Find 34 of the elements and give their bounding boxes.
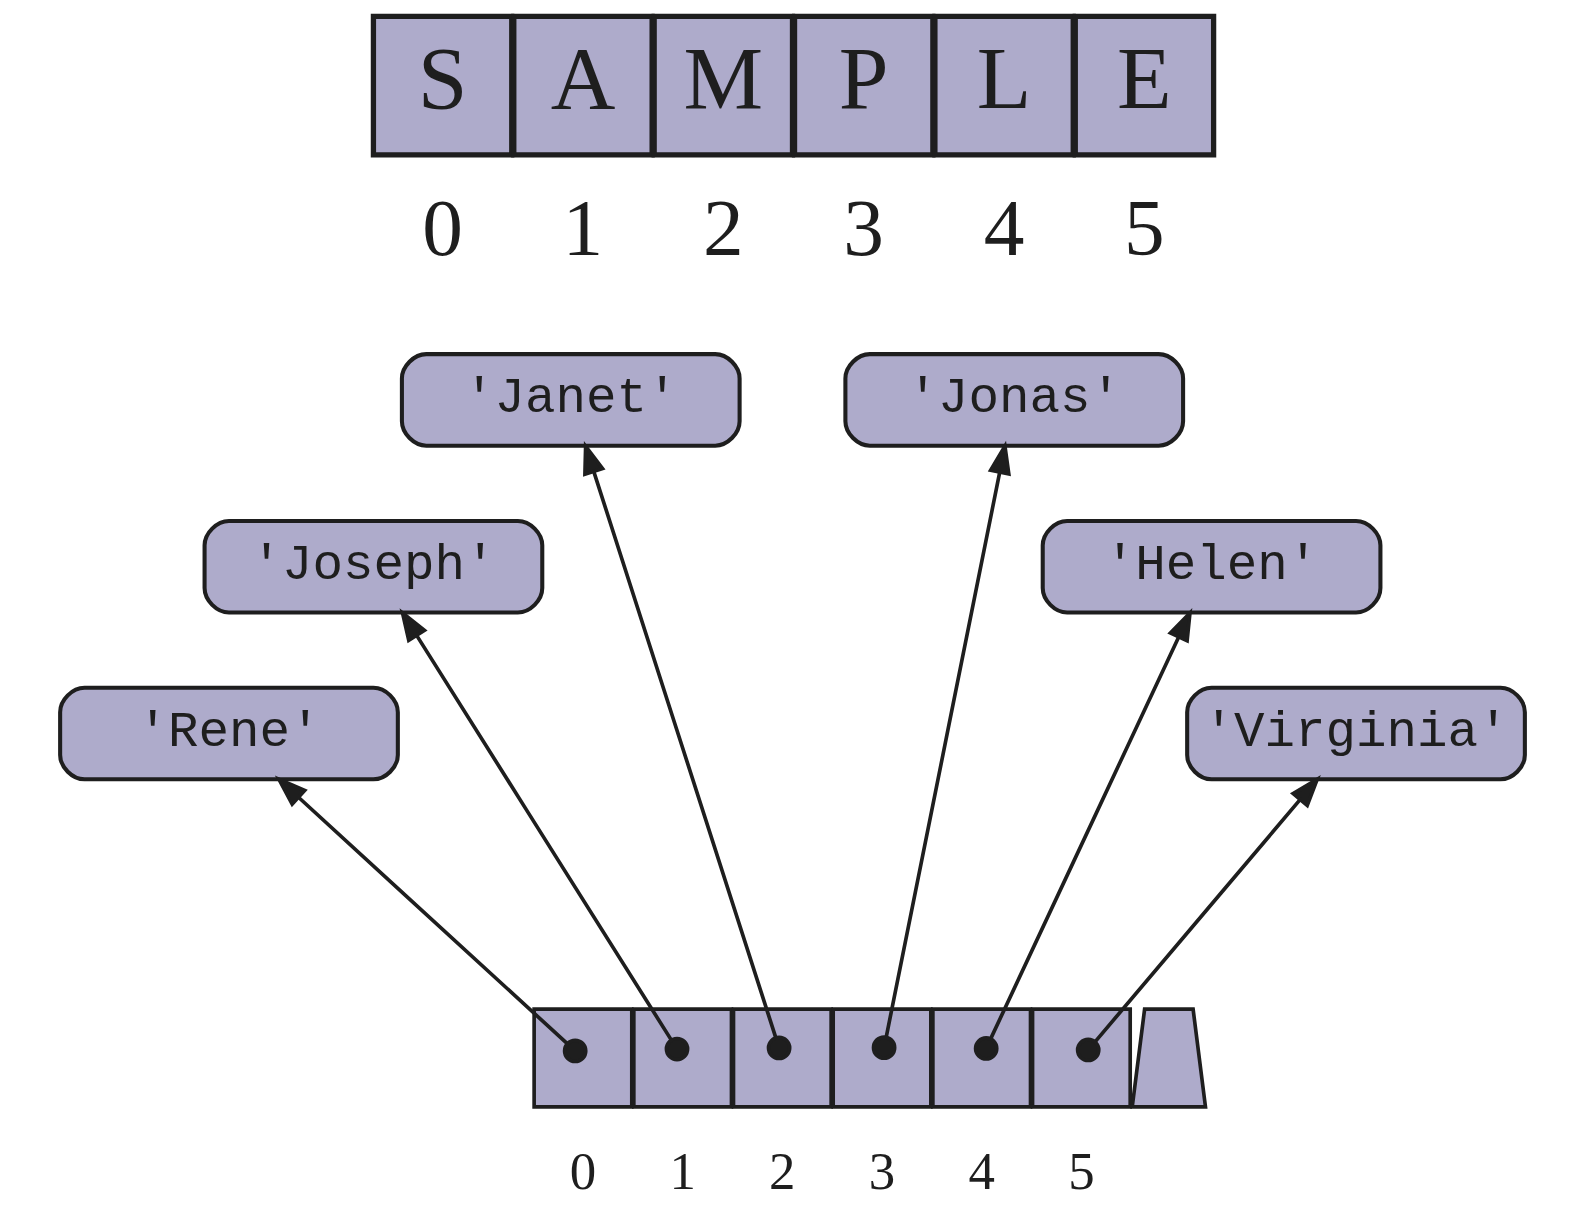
- node-box: E: [1072, 13, 1217, 158]
- node-box: 'Virginia': [1185, 685, 1527, 782]
- node-box: [532, 1007, 634, 1109]
- node-label: 1: [669, 1141, 696, 1200]
- arrow: [274, 775, 588, 1064]
- node-box: [1030, 1007, 1133, 1109]
- node-box: 'Rene': [58, 685, 400, 782]
- node-box: 'Joseph': [202, 518, 545, 615]
- node-label: 3: [843, 182, 885, 274]
- node-label: 0: [422, 182, 463, 274]
- node-box: A: [511, 13, 655, 158]
- node-label: 1: [562, 182, 604, 274]
- arrow: [583, 440, 792, 1061]
- node-box: L: [932, 13, 1076, 158]
- arrow: [973, 607, 1193, 1061]
- node-box: [632, 1007, 734, 1109]
- node-label: 2: [769, 1141, 796, 1200]
- node-box: 'Janet': [399, 352, 742, 448]
- node-label: 3: [868, 1141, 896, 1200]
- node-box: [831, 1007, 933, 1109]
- node-box: 'Helen': [1040, 518, 1383, 615]
- node-label: 2: [702, 182, 744, 274]
- node-label: 0: [569, 1141, 597, 1200]
- node-label: 5: [1124, 182, 1165, 274]
- arrow: [1075, 775, 1321, 1063]
- node-box: [731, 1007, 833, 1109]
- node-box: [1130, 1007, 1208, 1109]
- node-label: 4: [968, 1141, 995, 1200]
- arrow: [399, 608, 690, 1062]
- node-box: [931, 1007, 1033, 1109]
- arrow: [871, 440, 1011, 1061]
- node-label: 5: [1068, 1141, 1095, 1200]
- node-box: 'Jonas': [843, 352, 1186, 448]
- node-label: 4: [983, 182, 1025, 274]
